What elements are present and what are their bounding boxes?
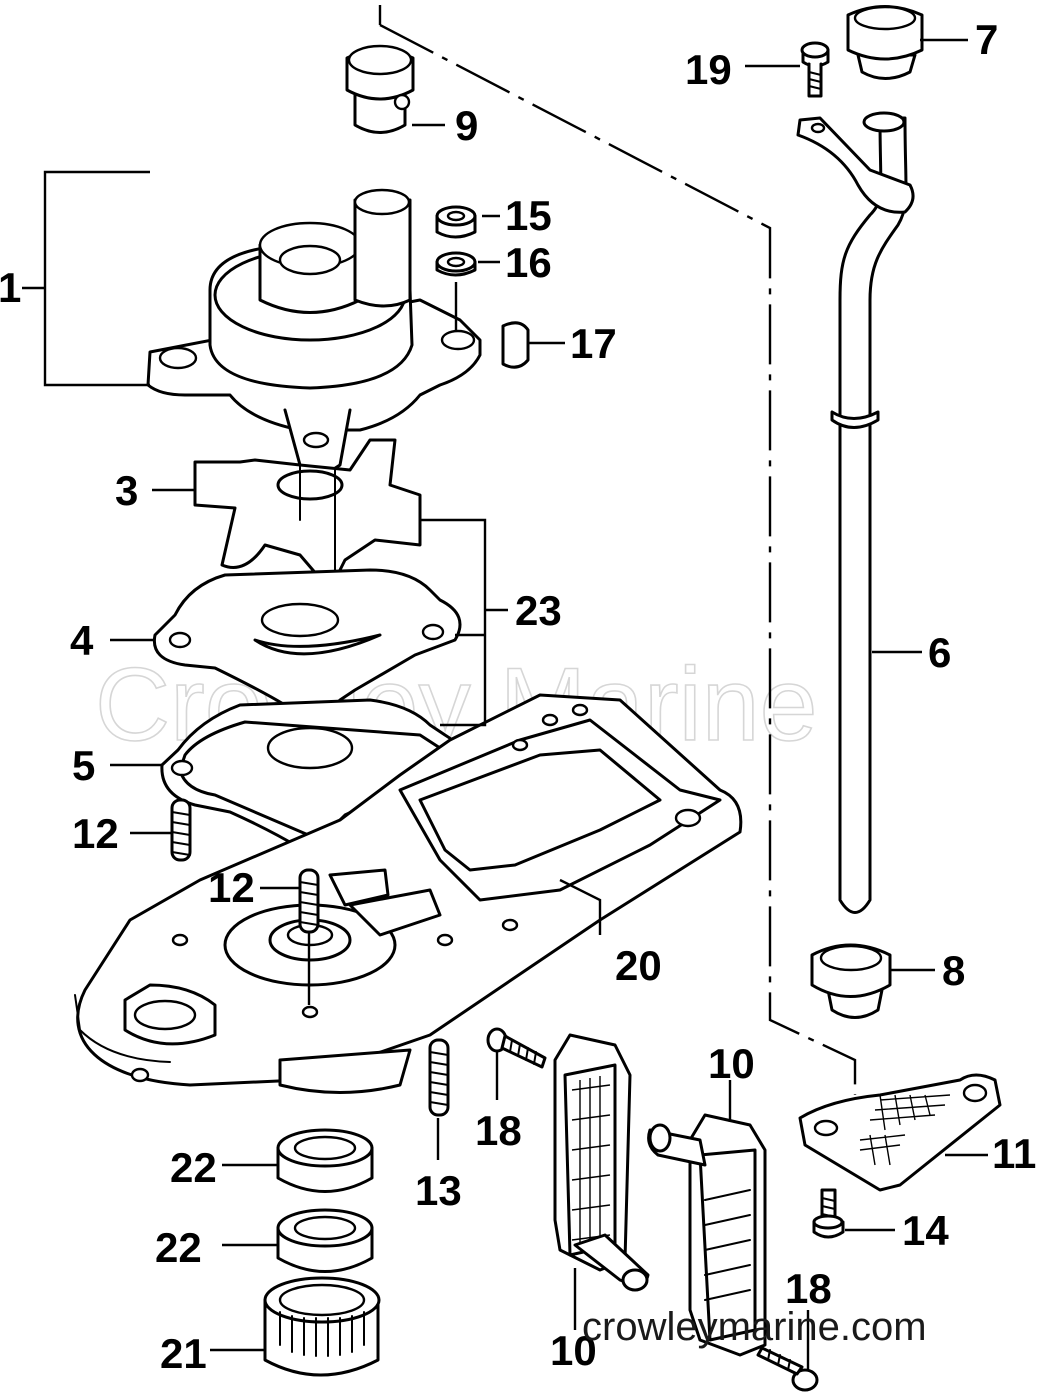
callout-10-upper: 10 [708, 1040, 755, 1087]
callout-19: 19 [685, 46, 732, 93]
callout-14: 14 [902, 1207, 949, 1254]
part-14-bolt [812, 1188, 845, 1239]
part-22-seal-lower [276, 1208, 374, 1273]
callout-18-lower: 18 [785, 1265, 832, 1312]
part-15-nut [435, 205, 477, 239]
callout-15: 15 [505, 192, 552, 239]
part-10-strainer-left [553, 1033, 650, 1292]
callout-18-upper: 18 [475, 1107, 522, 1154]
callout-21: 21 [160, 1330, 207, 1377]
part-8-grommet [810, 943, 892, 1019]
callout-22-lower: 22 [155, 1224, 202, 1271]
callout-11: 11 [992, 1130, 1036, 1177]
part-19-bolt [800, 41, 830, 98]
leader-lines [22, 38, 988, 1370]
callout-10-lower: 10 [550, 1327, 597, 1374]
part-22-seal-upper [276, 1128, 374, 1193]
part-18-screw-upper [486, 1027, 547, 1069]
assembly-boundary-line [378, 5, 857, 1095]
callout-22-upper: 22 [170, 1144, 217, 1191]
callout-labels: 1 3 4 5 23 12 12 9 15 16 17 7 19 6 8 20 … [0, 16, 1036, 1377]
part-6-water-tube [796, 111, 915, 914]
part-5-gasket [160, 698, 465, 854]
callout-20: 20 [615, 942, 662, 989]
part-17-key [501, 321, 530, 369]
part-12-stud-lower [298, 868, 320, 934]
callout-9: 9 [455, 102, 478, 149]
callout-13: 13 [415, 1167, 462, 1214]
callout-5: 5 [72, 742, 95, 789]
callout-4: 4 [70, 617, 94, 664]
part-10-strainer-right [647, 1113, 767, 1357]
part-9-fitting [345, 44, 415, 134]
callout-12-upper: 12 [72, 810, 119, 857]
callout-12-lower: 12 [208, 864, 255, 911]
site-url: crowleymarine.com [582, 1305, 927, 1349]
callout-1: 1 [0, 264, 21, 311]
callout-17: 17 [570, 320, 617, 367]
part-7-grommet [846, 5, 924, 80]
callout-23: 23 [515, 587, 562, 634]
part-12-stud-upper [170, 798, 192, 862]
part-18-screw-lower [756, 1346, 819, 1392]
callout-3: 3 [115, 467, 138, 514]
part-16-washer [435, 251, 477, 277]
callout-16: 16 [505, 239, 552, 286]
callout-6: 6 [928, 629, 951, 676]
part-21-bearing [263, 1276, 381, 1377]
part-13-stud [428, 1038, 450, 1117]
part-3-impeller [193, 438, 422, 596]
callout-8: 8 [942, 947, 965, 994]
callout-7: 7 [975, 16, 998, 63]
part-1-pump-housing [146, 188, 482, 474]
part-11-screen [798, 1073, 1002, 1192]
